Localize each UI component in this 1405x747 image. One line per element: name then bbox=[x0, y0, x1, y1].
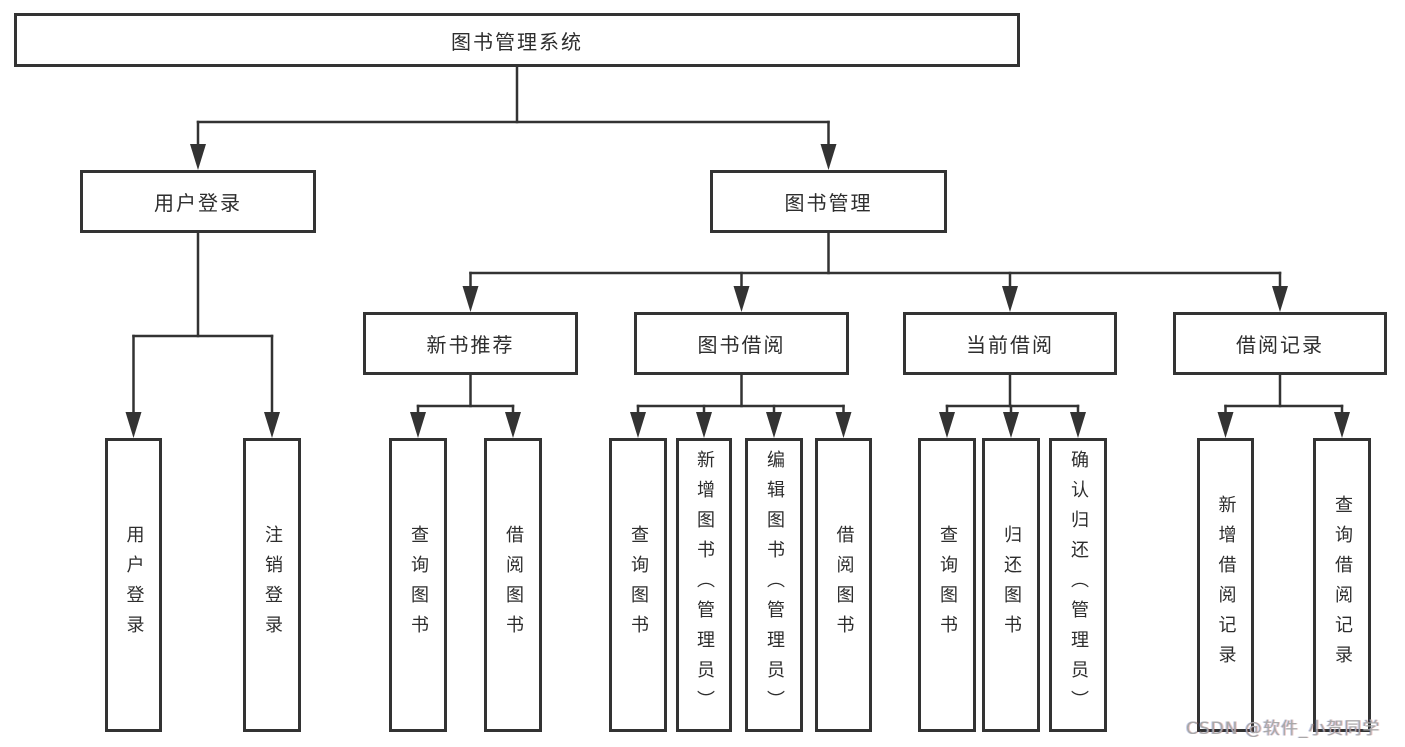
node-label-new-book-rec: 新书推荐 bbox=[426, 333, 515, 357]
node-current-borrow: 当前借阅 bbox=[903, 312, 1117, 375]
node-label-book-mgmt: 图书管理 bbox=[784, 191, 873, 215]
node-label-borrow-record: 借阅记录 bbox=[1236, 333, 1324, 357]
node-label-leaf-query-book-1: 查询图书 bbox=[408, 525, 429, 645]
node-new-book-rec: 新书推荐 bbox=[363, 312, 578, 375]
node-leaf-query-record: 查询借阅记录 bbox=[1313, 438, 1371, 732]
node-label-leaf-logout: 注销登录 bbox=[262, 525, 283, 645]
node-label-leaf-add-book: 新增图书（管理员） bbox=[694, 450, 715, 720]
node-leaf-add-book: 新增图书（管理员） bbox=[676, 438, 732, 732]
node-label-leaf-return-book: 归还图书 bbox=[1001, 525, 1022, 645]
node-library-system: 图书管理系统 bbox=[14, 13, 1020, 67]
node-leaf-user-login: 用户登录 bbox=[105, 438, 162, 732]
node-label-leaf-confirm-return: 确认归还（管理员） bbox=[1068, 450, 1089, 720]
node-label-leaf-query-book-2: 查询图书 bbox=[628, 525, 649, 645]
node-leaf-confirm-return: 确认归还（管理员） bbox=[1049, 438, 1107, 732]
node-label-leaf-borrow-book-2: 借阅图书 bbox=[833, 525, 855, 645]
node-user-login: 用户登录 bbox=[80, 170, 316, 233]
node-label-book-borrow: 图书借阅 bbox=[697, 333, 786, 357]
node-leaf-add-record: 新增借阅记录 bbox=[1197, 438, 1254, 732]
node-label-leaf-query-book-3: 查询图书 bbox=[937, 525, 958, 645]
node-label-leaf-add-record: 新增借阅记录 bbox=[1215, 495, 1237, 675]
node-label-current-borrow: 当前借阅 bbox=[966, 333, 1054, 357]
node-label-leaf-query-record: 查询借阅记录 bbox=[1332, 495, 1353, 675]
node-borrow-record: 借阅记录 bbox=[1173, 312, 1387, 375]
node-leaf-borrow-book-1: 借阅图书 bbox=[484, 438, 542, 732]
node-leaf-borrow-book-2: 借阅图书 bbox=[815, 438, 872, 732]
node-book-borrow: 图书借阅 bbox=[634, 312, 849, 375]
node-leaf-query-book-1: 查询图书 bbox=[389, 438, 447, 732]
node-book-mgmt: 图书管理 bbox=[710, 170, 947, 233]
node-label-leaf-user-login: 用户登录 bbox=[123, 525, 145, 645]
node-label-leaf-edit-book: 编辑图书（管理员） bbox=[764, 450, 785, 720]
node-label-leaf-borrow-book-1: 借阅图书 bbox=[503, 525, 524, 645]
node-leaf-edit-book: 编辑图书（管理员） bbox=[745, 438, 803, 732]
node-leaf-query-book-3: 查询图书 bbox=[918, 438, 976, 732]
watermark: CSDN @软件_小贺同学 bbox=[1186, 719, 1381, 739]
node-label-user-login: 用户登录 bbox=[154, 191, 242, 215]
node-label-library-system: 图书管理系统 bbox=[451, 29, 583, 54]
node-leaf-query-book-2: 查询图书 bbox=[609, 438, 667, 732]
node-leaf-return-book: 归还图书 bbox=[982, 438, 1040, 732]
node-leaf-logout: 注销登录 bbox=[243, 438, 301, 732]
